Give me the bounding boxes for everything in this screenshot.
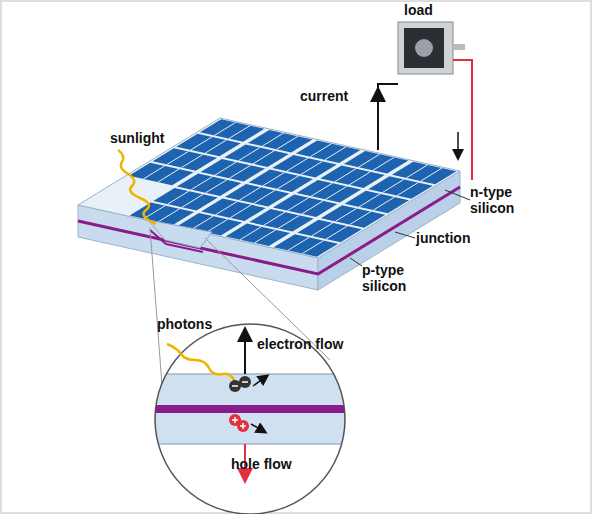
cell-finger xyxy=(254,190,275,203)
cell-finger xyxy=(240,227,261,240)
cell-finger xyxy=(262,133,283,146)
magnifier-circle: photonselectron flowhole flow xyxy=(153,322,347,514)
cell-finger xyxy=(158,169,179,182)
return-wire xyxy=(453,60,472,180)
cell-finger xyxy=(277,136,298,149)
cell-finger xyxy=(230,205,251,218)
cell-finger xyxy=(302,241,323,254)
cell-finger xyxy=(310,144,331,157)
solar-cell xyxy=(296,141,361,164)
leader xyxy=(445,190,470,200)
cell-finger xyxy=(182,194,203,207)
notch xyxy=(148,220,212,248)
leader xyxy=(395,232,415,238)
flow-label: electron flow xyxy=(257,336,343,352)
part-label: junction xyxy=(416,230,496,246)
part-label: p-type silicon xyxy=(362,262,420,294)
cell-finger xyxy=(143,166,164,179)
cell-finger xyxy=(359,194,380,207)
cell-finger xyxy=(373,157,394,170)
magnifier-leader xyxy=(150,228,162,385)
part-label: load xyxy=(404,2,464,18)
motor-symbol xyxy=(398,22,465,74)
cell-finger xyxy=(421,168,442,181)
cell-finger xyxy=(191,137,212,150)
cell-finger xyxy=(167,151,188,164)
cell-finger xyxy=(287,198,308,211)
cell-finger xyxy=(349,172,370,185)
cell-finger xyxy=(326,226,347,239)
part-label: current xyxy=(300,88,370,104)
cell-finger xyxy=(287,158,308,171)
cell-finger xyxy=(264,212,285,225)
cell-finger xyxy=(406,165,427,178)
solar-cell xyxy=(248,130,313,153)
notch-junction xyxy=(150,230,203,252)
cell-finger xyxy=(325,147,346,160)
cell-finger xyxy=(239,187,260,200)
top-face xyxy=(78,118,460,258)
cell-finger xyxy=(229,165,250,178)
solar-cell xyxy=(344,151,409,174)
cell-finger xyxy=(254,230,275,243)
cell-finger xyxy=(302,201,323,214)
cell-finger xyxy=(397,183,418,196)
cell-finger xyxy=(205,140,226,153)
cell-finger xyxy=(215,162,236,175)
cell-finger xyxy=(335,169,356,182)
flow-label: photons xyxy=(157,316,212,332)
cell-finger xyxy=(312,223,333,236)
part-label: n-type silicon xyxy=(470,184,528,216)
cell-finger xyxy=(358,154,379,167)
cell-finger xyxy=(373,197,394,210)
cell-finger xyxy=(301,161,322,174)
solar-cell xyxy=(200,119,265,142)
cell-grid xyxy=(129,119,457,256)
cell-finger xyxy=(277,176,298,189)
cell-finger xyxy=(335,208,356,221)
cell-finger xyxy=(206,219,227,232)
cell-finger xyxy=(278,215,299,228)
cell-finger xyxy=(263,173,284,186)
cell-finger xyxy=(253,151,274,164)
cell-finger xyxy=(229,126,250,139)
cell-finger xyxy=(168,191,189,204)
cell-finger xyxy=(311,183,332,196)
cell-finger xyxy=(181,155,202,168)
cell-finger xyxy=(350,212,371,225)
sunlight-ray xyxy=(118,150,156,224)
cell-finger xyxy=(191,177,212,190)
cell-finger xyxy=(216,202,237,215)
flow-label: hole flow xyxy=(231,456,292,472)
cell-finger xyxy=(158,209,179,222)
current-wire xyxy=(378,84,398,150)
cell-finger xyxy=(206,180,227,193)
part-label: sunlight xyxy=(110,130,190,146)
return-arrow xyxy=(457,132,459,158)
cell-finger xyxy=(383,179,404,192)
leader xyxy=(350,258,362,266)
cell-finger xyxy=(288,237,309,250)
cell-finger xyxy=(192,216,213,229)
cell-finger xyxy=(325,186,346,199)
solar-cell xyxy=(392,162,457,185)
cell-finger xyxy=(214,122,235,135)
cell-finger xyxy=(239,148,260,161)
current-arrow xyxy=(377,90,379,110)
